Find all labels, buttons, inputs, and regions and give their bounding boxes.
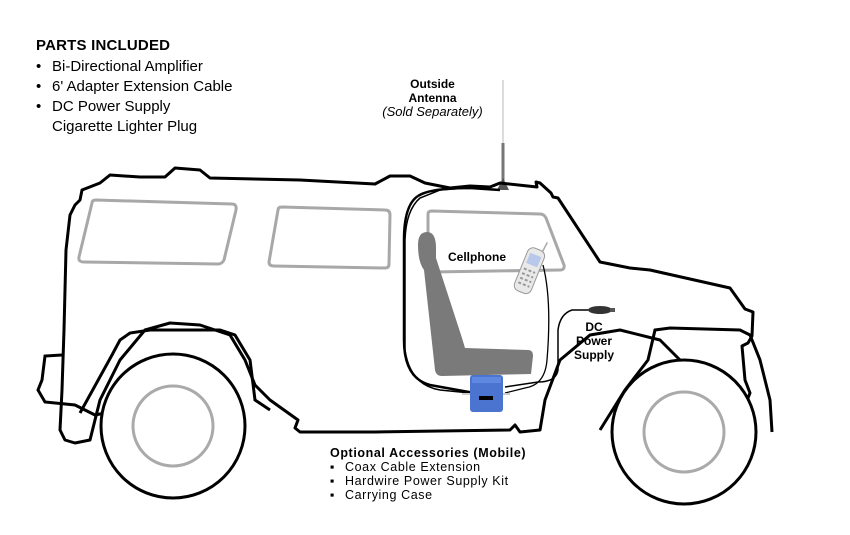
optional-accessories-list: ▪Coax Cable Extension ▪Hardwire Power Su…	[330, 460, 509, 502]
front-wheel	[610, 358, 758, 506]
dc-power-supply-label: DC Power Supply	[573, 320, 614, 362]
parts-list-subitem: Cigarette Lighter Plug	[52, 118, 198, 135]
cable-to-antenna	[404, 185, 496, 394]
front-wheel-arch	[598, 326, 774, 433]
antenna-note: (Sold Separately)	[382, 104, 483, 119]
antenna-label: Outside Antenna (Sold Separately)	[360, 77, 505, 119]
cable-to-dc-plug	[504, 309, 590, 388]
parts-list-item: •DC Power Supply	[36, 98, 171, 115]
optional-accessories-title: Optional Accessories (Mobile)	[330, 446, 527, 460]
dc-plug-icon	[588, 306, 615, 314]
middle-window	[267, 205, 392, 270]
parts-included-title: PARTS INCLUDED	[36, 37, 171, 54]
seat	[418, 232, 533, 376]
rear-wheel-arch	[78, 328, 271, 414]
accessory-item: ▪Coax Cable Extension	[330, 460, 481, 474]
rear-wheel	[99, 352, 247, 500]
amplifier-icon	[462, 375, 510, 412]
cellphone-label: Cellphone	[448, 250, 507, 264]
accessory-item: ▪Carrying Case	[330, 488, 433, 502]
rear-bumper-outline	[36, 353, 106, 417]
cable-to-phone	[504, 264, 550, 394]
rear-window	[77, 198, 238, 266]
parts-included-list: •Bi-Directional Amplifier •6' Adapter Ex…	[36, 57, 232, 137]
parts-list-item: •6' Adapter Extension Cable	[36, 78, 233, 95]
accessory-item: ▪Hardwire Power Supply Kit	[330, 474, 509, 488]
vehicle-body-outline	[58, 166, 755, 445]
parts-list-item: •Bi-Directional Amplifier	[36, 58, 203, 75]
cellphone-icon	[513, 242, 549, 295]
